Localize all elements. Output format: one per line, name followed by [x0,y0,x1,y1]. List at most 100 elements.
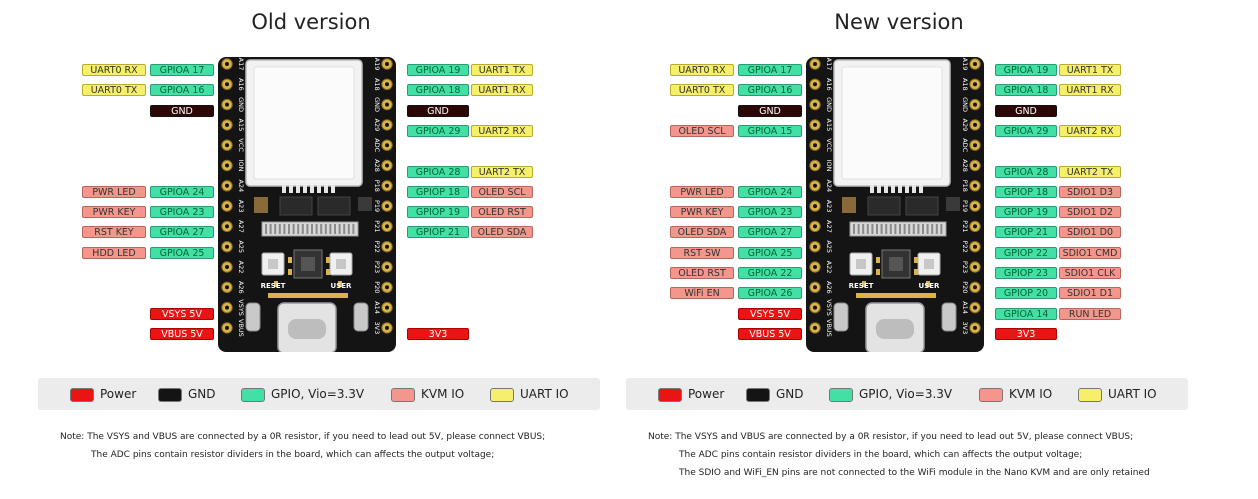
panel-title: Old version [251,10,371,34]
silk-label: VBUS [825,319,833,337]
pin-label: VBUS 5V [150,327,214,340]
pin-label: WiFi EN [670,287,734,300]
pin-label: GPIOA 16 [738,84,802,97]
user-label: USER [919,282,941,290]
silk-label: P21 [373,220,381,232]
legend-label: GPIO, Vio=3.3V [859,387,953,401]
silk-label: A26 [237,281,245,294]
silk-label: A28 [373,159,381,172]
silk-label: A25 [237,240,245,253]
silk-label: P22 [961,241,969,253]
silk-label: A17 [237,58,245,71]
silk-label: 3V3 [961,322,969,335]
silk-label: A29 [961,119,969,132]
silk-label: P20 [961,281,969,293]
pin-label: OLED RST [471,206,533,219]
pin-label: GPIOA 28 [407,165,469,178]
silk-label: P21 [961,220,969,232]
pin-label: GPIOP 18 [407,185,469,198]
silk-label: A15 [237,119,245,132]
pin-label: RUN LED [1059,307,1121,320]
pin-label: UART1 TX [1059,64,1121,76]
legend-swatch [1078,387,1102,402]
note-line: The ADC pins contain resistor dividers i… [91,450,495,460]
silk-label: GND [237,97,245,112]
pin-label: 3V3 [995,327,1057,340]
pin-label: GPIOA 28 [995,165,1057,178]
legend-item: GND [158,386,216,402]
pin-label: SDIO1 CLK [1059,267,1121,279]
silk-label: VBUS [237,319,245,337]
pin-label: GND [150,104,214,117]
legend-item: KVM IO [979,386,1052,402]
pin-label: GPIOA 22 [738,267,802,279]
silk-label: GND [961,97,969,112]
silk-label: A24 [237,179,245,192]
pin-label: UART2 RX [471,124,533,137]
legend-label: GND [776,387,804,401]
silk-label: A23 [237,200,245,213]
silk-label: VCC [825,138,833,152]
silk-label: A27 [237,220,245,233]
legend-item: Power [70,386,136,402]
pin-label: GPIOA 24 [150,185,214,198]
pin-label: GPIOA 19 [995,64,1057,76]
legend: Power GND GPIO, Vio=3.3V KVM IO UART IO [626,378,1188,410]
legend-swatch [829,387,853,402]
pin-label: GPIOP 19 [407,206,469,219]
silk-label: A19 [373,58,381,71]
silk-label: ION [237,160,245,172]
legend-swatch [70,387,94,402]
legend-swatch [158,387,182,402]
pin-label: GND [407,104,469,117]
pin-label: GPIOA 29 [995,124,1057,137]
legend-label: KVM IO [421,387,465,401]
pin-label: GPIOA 27 [738,226,802,239]
pin-label: GPIOA 18 [995,84,1057,97]
silk-label: A22 [237,261,245,274]
legend-label: GPIO, Vio=3.3V [271,387,365,401]
pin-label: RST SW [670,246,734,259]
silk-label: A17 [825,58,833,71]
legend-item: UART IO [1078,386,1157,402]
silk-label: P23 [961,261,969,273]
pin-label: UART0 TX [670,84,734,97]
legend-label: UART IO [1108,387,1157,401]
pin-label: GPIOA 23 [738,206,802,219]
legend-item: UART IO [490,386,569,402]
pin-label: PWR LED [670,185,734,198]
legend-swatch [979,387,1003,402]
silk-label: A25 [825,240,833,253]
pin-label: UART2 TX [1059,165,1121,178]
legend-label: UART IO [520,387,569,401]
legend-item: GPIO, Vio=3.3V [829,386,952,402]
pin-label: OLED SCL [670,124,734,137]
silk-label: P19 [373,200,381,212]
pin-label: PWR LED [82,185,146,198]
pin-label: RST KEY [82,226,146,239]
silk-label: A18 [373,78,381,91]
legend-item: KVM IO [391,386,464,402]
pin-label: GPIOA 17 [738,64,802,76]
legend-item: GPIO, Vio=3.3V [241,386,364,402]
pin-label: GND [738,104,802,117]
pin-label: VSYS 5V [150,307,214,320]
legend-label: Power [688,387,725,401]
silk-label: VSYS [825,299,833,316]
silk-label: P20 [373,281,381,293]
pin-label: OLED SDA [471,226,533,239]
legend-swatch [490,387,514,402]
silk-label: A14 [961,301,969,314]
note-line: Note: The VSYS and VBUS are connected by… [60,432,546,442]
silk-label: A18 [961,78,969,91]
pin-label: UART1 RX [471,84,533,97]
pin-label: GPIOA 17 [150,64,214,76]
silk-label: P19 [961,200,969,212]
silk-label: A23 [825,200,833,213]
pin-label: GPIOA 26 [738,287,802,300]
pin-label: VSYS 5V [738,307,802,320]
legend-label: Power [100,387,137,401]
silk-label: ADC [373,138,381,152]
